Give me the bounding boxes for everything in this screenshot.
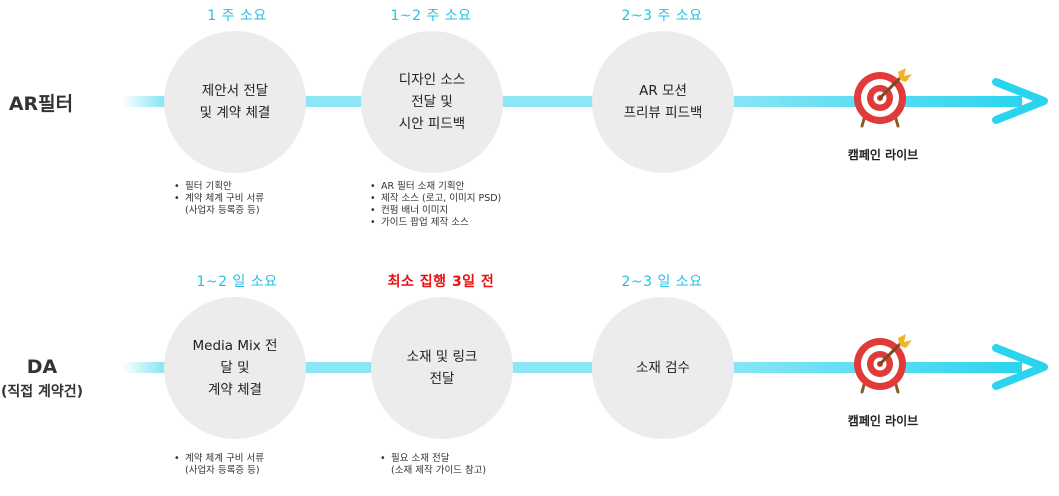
step-text: 전달 및 (411, 94, 453, 110)
note-item: 계약 체계 구비 서류(사업자 등록증 등) (174, 453, 264, 477)
arrow-right-icon (992, 78, 1048, 124)
step-circle: 제안서 전달 및 계약 체결 (164, 31, 306, 173)
row-title: AR필터 (8, 93, 74, 115)
step-duration: 2~3 주 소요 (621, 8, 703, 24)
step-text: 및 계약 체결 (199, 105, 271, 121)
arrow-right-icon (992, 344, 1048, 390)
step-notes: 필터 기획안 계약 체계 구비 서류(사업자 등록증 등) (174, 181, 264, 217)
step-text: 디자인 소스 (398, 72, 466, 88)
da-row: DA (직접 계약건) 1~2 일 소요 Media Mix 전 달 및 계약 … (0, 266, 1059, 496)
step-duration: 2~3 일 소요 (621, 274, 703, 290)
step-text: 전달 (429, 371, 455, 387)
step-circle: 소재 및 링크 전달 (371, 297, 513, 439)
row-label: DA (직접 계약건) (0, 356, 90, 401)
step-circle: AR 모션 프리뷰 피드백 (592, 31, 734, 173)
step-text: 달 및 (220, 360, 250, 376)
step-text: 소재 검수 (636, 360, 690, 376)
step-text: AR 모션 (639, 83, 687, 99)
step-text: 제안서 전달 (201, 83, 269, 99)
step-text: 시안 피드백 (398, 116, 466, 132)
step-notes: 계약 체계 구비 서류(사업자 등록증 등) (174, 453, 264, 477)
step-duration: 1 주 소요 (207, 8, 267, 24)
step-duration: 최소 집행 3일 전 (387, 274, 495, 290)
target-icon (854, 68, 912, 128)
step-notes: AR 필터 소재 기획안 제작 소스 (로고, 이미지 PSD) 컨펌 배너 이… (370, 181, 501, 229)
step-circle: Media Mix 전 달 및 계약 체결 (164, 297, 306, 439)
step-circle: 소재 검수 (592, 297, 734, 439)
row-label: AR필터 (0, 89, 82, 116)
ar-filter-row: AR필터 1 주 소요 제안서 전달 및 계약 체결 필터 기획안 계약 체계 … (0, 0, 1059, 230)
campaign-live-label: 캠페인 라이브 (847, 414, 919, 428)
note-item: 제작 소스 (로고, 이미지 PSD) (370, 193, 501, 205)
note-item: 컨펌 배너 이미지 (370, 205, 501, 217)
row-title: DA (26, 356, 58, 378)
note-item: 필터 기획안 (174, 181, 264, 193)
note-item: 계약 체계 구비 서류(사업자 등록증 등) (174, 193, 264, 217)
row-subtitle: (직접 계약건) (0, 384, 84, 400)
timeline-line (122, 96, 1022, 107)
step-circle: 디자인 소스 전달 및 시안 피드백 (361, 31, 503, 173)
step-notes: 필요 소재 전달(소재 제작 가이드 참고) (380, 453, 486, 477)
campaign-live-label: 캠페인 라이브 (847, 148, 919, 162)
timeline-line (122, 362, 1022, 373)
step-text: 계약 체결 (208, 382, 262, 398)
step-duration: 1~2 주 소요 (390, 8, 472, 24)
step-text: 소재 및 링크 (406, 349, 478, 365)
step-text: Media Mix 전 (192, 338, 278, 354)
step-text: 프리뷰 피드백 (623, 105, 703, 121)
note-item: 필요 소재 전달(소재 제작 가이드 참고) (380, 453, 486, 477)
step-duration: 1~2 일 소요 (196, 274, 278, 290)
note-item: 가이드 팝업 제작 소스 (370, 217, 501, 229)
target-icon (854, 334, 912, 394)
note-item: AR 필터 소재 기획안 (370, 181, 501, 193)
